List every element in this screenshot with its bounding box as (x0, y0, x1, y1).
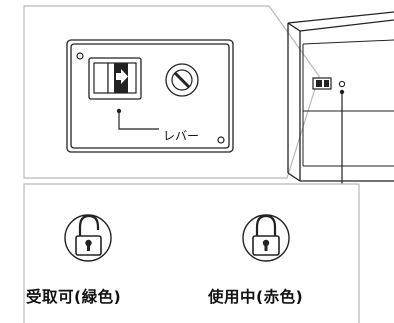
unlocked-padlock-icon (64, 214, 112, 262)
locked-padlock-icon (242, 214, 290, 262)
locker-cabinet (287, 11, 394, 182)
status-lamp (338, 80, 346, 88)
lever-label: レバー (163, 129, 200, 143)
lever (88, 57, 142, 100)
screw-hole (76, 52, 84, 60)
status-available-label: 受取可(緑色) (26, 288, 122, 306)
status-in-use-label: 使用中(赤色) (208, 288, 304, 306)
lever-leader-line (116, 108, 159, 130)
key-cylinder (165, 63, 199, 97)
screw-hole (217, 136, 225, 144)
lamp-leader-line (339, 89, 345, 184)
arrow-right-icon (116, 69, 128, 84)
